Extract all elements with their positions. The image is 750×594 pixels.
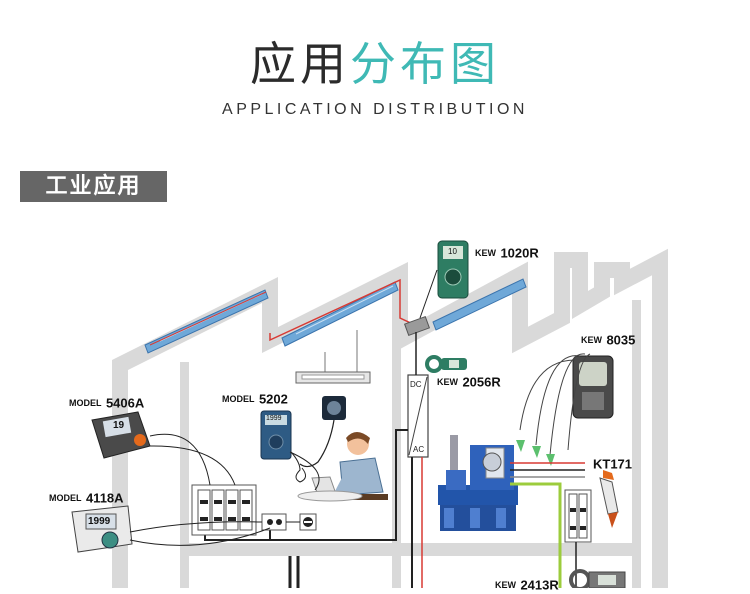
device-label-4118a: MODEL 4118A xyxy=(49,490,124,506)
device-label-5406a: MODEL 5406A xyxy=(69,395,145,411)
breaker-panel-right xyxy=(564,489,592,588)
section-tag: 工业应用 xyxy=(20,171,167,202)
inverter-dc-label: DC xyxy=(410,380,422,389)
solar-panel-center xyxy=(281,281,399,347)
ground-wire xyxy=(510,482,562,588)
device-label-5202: MODEL 5202 xyxy=(222,391,288,407)
screen-5406a: 19 xyxy=(113,420,125,431)
voltage-detector-kt171 xyxy=(599,470,619,528)
office-worker xyxy=(297,432,388,502)
device-label-8035: KEW 8035 xyxy=(581,332,636,348)
screen-1020r: 10 xyxy=(448,247,457,256)
title-part-teal: 分布图 xyxy=(350,37,500,91)
divider-wall-right xyxy=(632,300,641,588)
device-label-kt171: KT171 xyxy=(593,456,633,472)
title-part-dark: 应用 xyxy=(250,37,350,91)
distribution-panel xyxy=(191,484,257,536)
device-label-2056r: KEW 2056R xyxy=(437,374,501,390)
floor-slab xyxy=(180,543,641,556)
solar-panel-right xyxy=(432,278,527,331)
inverter-ac-label: AC xyxy=(413,445,425,454)
wall-outlet xyxy=(261,513,287,531)
screen-4118a: 1999 xyxy=(88,516,111,527)
meter-1020r xyxy=(437,240,469,299)
red-dc-wire xyxy=(269,278,416,342)
tester-5406a xyxy=(91,411,236,486)
roof-junction-box xyxy=(403,315,431,337)
clamp-2056r xyxy=(425,355,467,373)
meter-5202 xyxy=(260,410,306,483)
clamp-2413r xyxy=(569,569,626,588)
page-subtitle: APPLICATION DISTRIBUTION xyxy=(222,101,528,118)
wall-switch xyxy=(299,513,317,531)
blue-machine xyxy=(438,435,518,531)
tester-4118a xyxy=(71,505,271,553)
wire-panel-to-inverter xyxy=(269,429,408,541)
device-label-1020r: KEW 1020R xyxy=(475,245,539,261)
device-label-2413r: KEW 2413R xyxy=(495,577,559,593)
red-dc-wire-2 xyxy=(149,291,267,346)
tester-8035 xyxy=(516,353,614,466)
building-wall xyxy=(112,248,668,588)
screen-5202: 1999 xyxy=(266,415,282,422)
ceiling-lamp xyxy=(295,330,371,384)
light-sensor xyxy=(299,396,346,468)
divider-wall-left xyxy=(180,362,189,588)
page-title: 应用分布图 xyxy=(0,28,750,94)
